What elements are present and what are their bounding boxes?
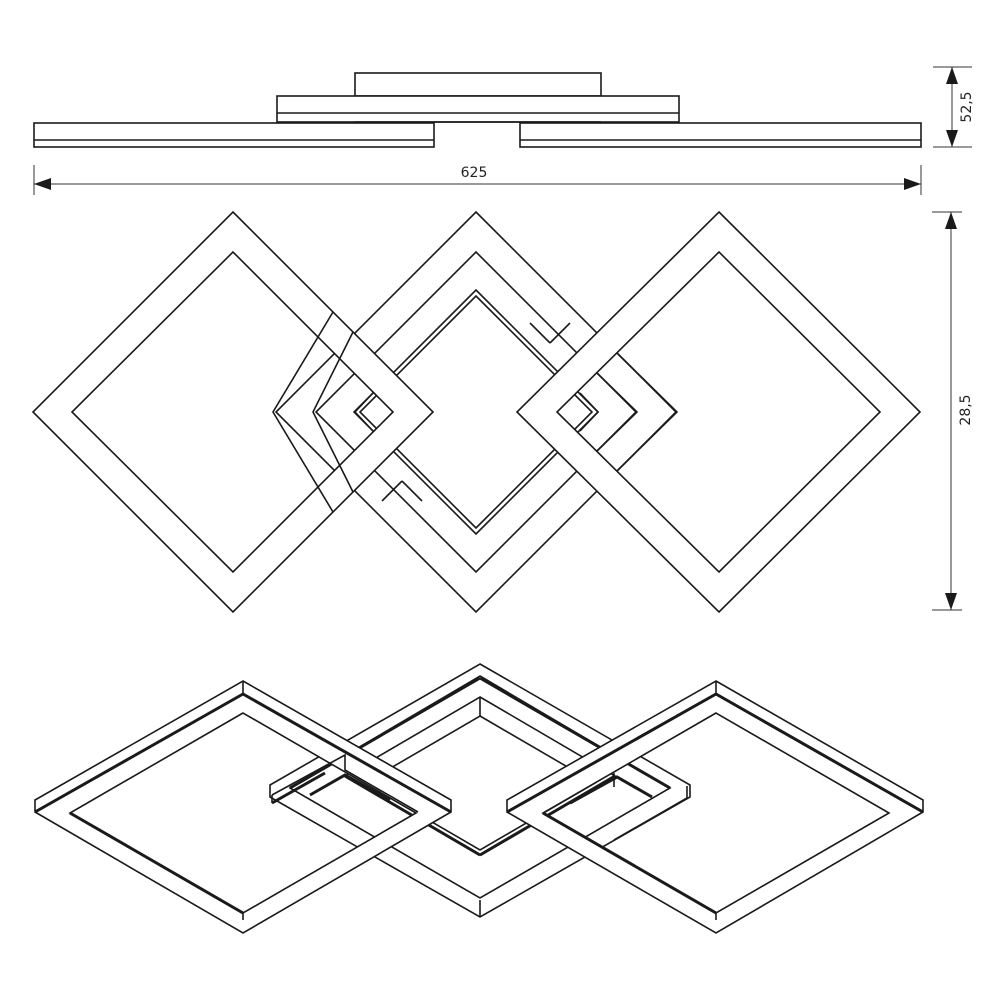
- height-dimension: 52,5: [933, 66, 975, 148]
- side-view: [33, 72, 922, 148]
- right-frame-side: [519, 122, 922, 148]
- height-dimension-label: 52,5: [959, 91, 975, 122]
- depth-dimension-label: 28,5: [958, 394, 974, 425]
- right-frame-iso: [506, 680, 924, 934]
- right-frame-top: [515, 210, 922, 614]
- width-dimension-label: 625: [461, 165, 488, 181]
- middle-frame-top: [274, 210, 678, 614]
- isometric-view: [34, 663, 924, 934]
- left-frame-iso: [34, 680, 452, 934]
- left-frame-top: [31, 210, 435, 614]
- top-view: [31, 210, 922, 614]
- depth-dimension: 28,5: [932, 211, 974, 611]
- left-frame-side: [33, 122, 435, 148]
- mounting-plate: [276, 95, 680, 123]
- width-dimension: 625: [33, 165, 922, 195]
- canopy-block: [354, 72, 602, 97]
